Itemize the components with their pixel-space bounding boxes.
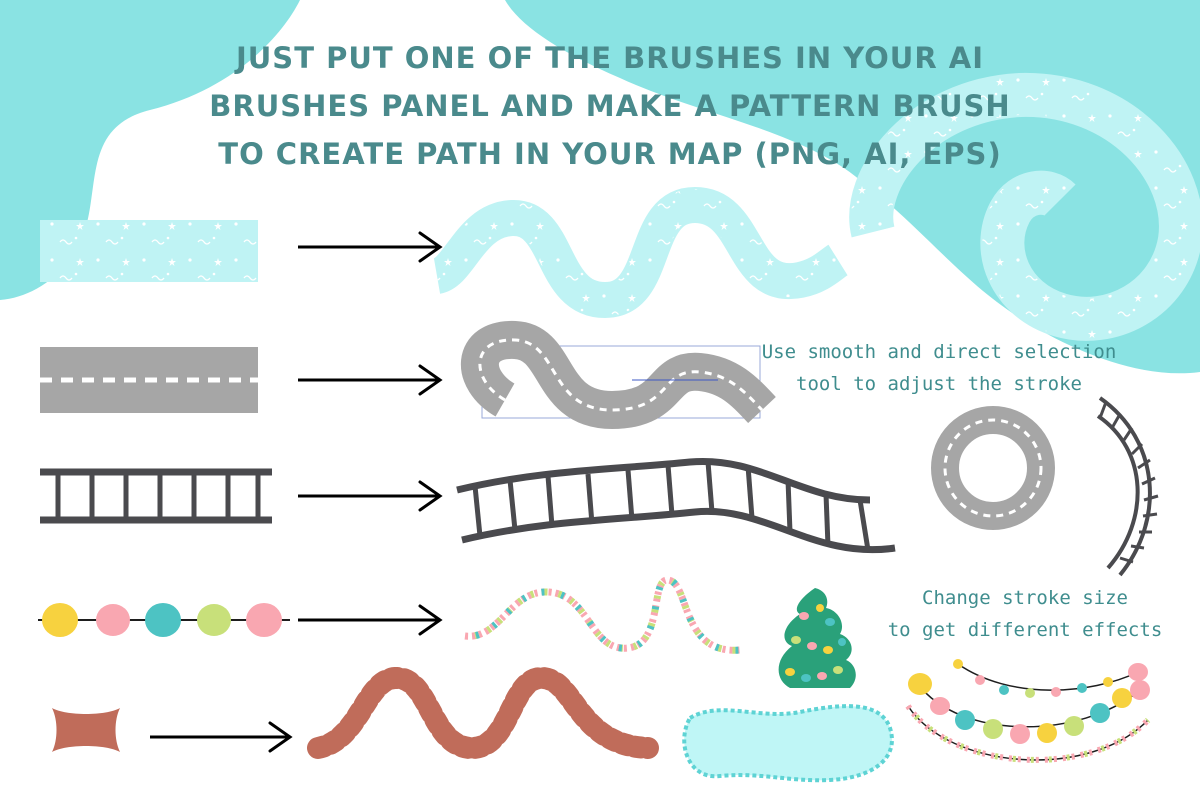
- road-brush: [40, 347, 258, 413]
- arrow-row-1: [298, 231, 443, 263]
- headline: JUST PUT ONE OF THE BRUSHES IN YOUR AI B…: [200, 34, 1020, 178]
- wavy-railway-path: [456, 457, 896, 554]
- road-ring: [931, 406, 1055, 530]
- scalloped-pond: [682, 704, 894, 783]
- note-smooth-line-2: tool to adjust the stroke: [796, 373, 1082, 395]
- scalloped-brush: [52, 708, 120, 752]
- arrow-row-3: [298, 480, 443, 512]
- snow-river-spiral: [849, 72, 1200, 341]
- note-smooth-selection: Use smooth and direct selection tool to …: [752, 336, 1126, 400]
- railway-brush: [40, 468, 272, 524]
- wavy-river-path: [430, 186, 849, 319]
- arrow-row-2: [298, 364, 443, 396]
- curvy-road-path: [461, 321, 776, 430]
- headline-line-2: BRUSHES PANEL AND MAKE A PATTERN BRUSH: [209, 89, 1011, 123]
- arrow-row-5: [150, 721, 293, 753]
- headline-line-1: JUST PUT ONE OF THE BRUSHES IN YOUR AI: [235, 41, 985, 75]
- bead-garland-brush: [38, 603, 290, 637]
- christmas-tree: [778, 588, 856, 688]
- bead-garland-path: [464, 576, 741, 654]
- note-stroke-size: Change stroke size to get different effe…: [880, 582, 1170, 646]
- headline-line-3: TO CREATE PATH IN YOUR MAP (PNG, AI, EPS…: [218, 137, 1002, 171]
- note-smooth-line-1: Use smooth and direct selection: [761, 341, 1117, 363]
- note-stroke-line-2: to get different effects: [887, 619, 1163, 641]
- garland-swags: [905, 659, 1151, 763]
- note-stroke-line-1: Change stroke size: [922, 587, 1128, 609]
- arrow-row-4: [298, 604, 443, 636]
- snow-river-brush: [40, 220, 258, 282]
- scalloped-wave-path: [307, 667, 659, 759]
- rail-arc: [1096, 396, 1159, 577]
